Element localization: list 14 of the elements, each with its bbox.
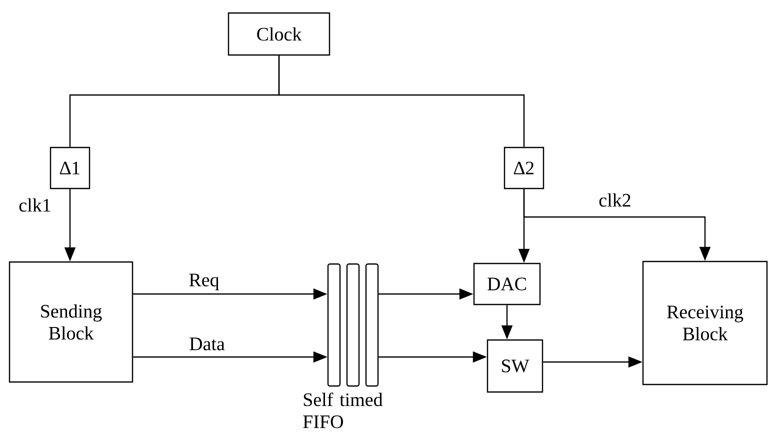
- block-box: Receiving Block: [642, 260, 768, 386]
- delay-box: ∆2: [504, 146, 544, 190]
- edge-label: Data: [190, 338, 225, 350]
- edge-label: clk2: [599, 193, 630, 207]
- connector-line: [278, 56, 525, 147]
- edge-label: Req: [189, 274, 219, 290]
- clock-box: Clock: [228, 12, 330, 56]
- node-label: Self timed FIFO: [303, 392, 383, 428]
- dac-box: DAC: [473, 262, 541, 306]
- delay-box: ∆1: [50, 146, 90, 190]
- fifo-drawing: [327, 263, 379, 387]
- switch-box: SW: [486, 339, 544, 393]
- edge-label: clk1: [19, 198, 50, 212]
- block-box: Sending Block: [8, 261, 134, 383]
